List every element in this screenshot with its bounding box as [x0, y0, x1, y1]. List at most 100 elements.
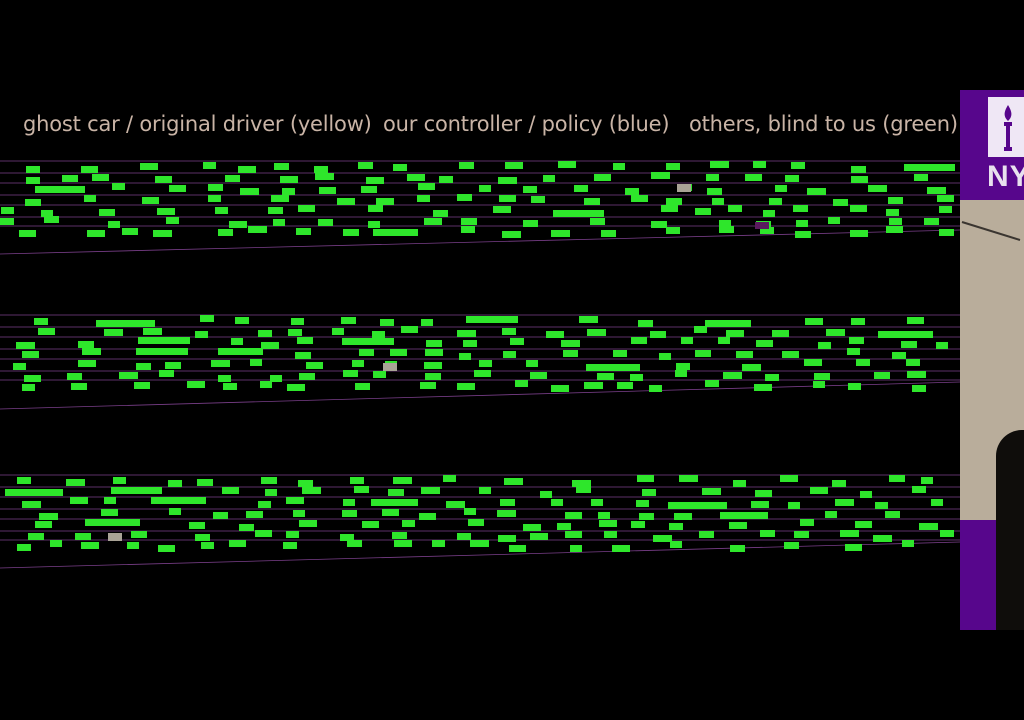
other-car — [668, 502, 727, 509]
other-car — [565, 512, 582, 519]
other-car — [211, 360, 230, 367]
other-car — [594, 174, 611, 181]
other-car — [258, 330, 272, 337]
other-car — [503, 351, 516, 358]
other-car — [165, 362, 181, 369]
other-car — [229, 540, 246, 547]
other-car — [912, 486, 926, 493]
other-car — [565, 531, 582, 538]
other-car — [835, 499, 854, 506]
other-car — [742, 364, 761, 371]
other-car — [215, 207, 228, 214]
other-car — [814, 373, 830, 380]
other-car — [261, 342, 279, 349]
other-car — [631, 195, 648, 202]
other-car — [498, 177, 517, 184]
other-car — [318, 219, 333, 226]
other-car — [35, 521, 52, 528]
other-car — [907, 317, 924, 324]
other-car — [856, 359, 870, 366]
other-car — [636, 500, 649, 507]
other-car — [729, 522, 747, 529]
other-car — [755, 490, 772, 497]
other-car — [424, 362, 442, 369]
other-car — [584, 198, 600, 205]
other-car — [553, 210, 604, 217]
other-car — [425, 349, 443, 356]
other-car — [639, 513, 654, 520]
legend: ghost car / original driver (yellow) our… — [0, 112, 960, 142]
other-car — [695, 350, 711, 357]
other-car — [366, 177, 384, 184]
other-car — [119, 372, 138, 379]
other-car — [393, 164, 407, 171]
other-car — [288, 329, 302, 336]
other-car — [231, 338, 243, 345]
other-car — [337, 198, 355, 205]
other-car — [800, 519, 814, 526]
other-car — [793, 205, 808, 212]
other-car — [845, 544, 862, 551]
other-car — [401, 326, 418, 333]
other-car — [235, 317, 249, 324]
presenter-silhouette — [996, 430, 1024, 630]
other-car — [498, 535, 516, 542]
other-car — [127, 542, 139, 549]
other-car — [297, 337, 313, 344]
other-car — [347, 540, 362, 547]
other-car — [769, 198, 782, 205]
other-car — [902, 540, 914, 547]
other-car — [523, 220, 538, 227]
other-car — [719, 220, 731, 227]
other-car — [50, 540, 62, 547]
nyu-sidebar: NY — [960, 90, 1024, 630]
other-car — [681, 337, 693, 344]
other-car — [751, 501, 769, 508]
other-car — [579, 316, 598, 323]
other-car — [937, 195, 954, 202]
other-car — [246, 511, 263, 518]
other-car — [446, 501, 465, 508]
presenter-video — [960, 200, 1024, 630]
other-car — [878, 331, 933, 338]
other-car — [828, 217, 840, 224]
other-car — [0, 218, 14, 225]
other-car — [421, 319, 433, 326]
other-car — [136, 348, 188, 355]
other-car — [557, 523, 571, 530]
other-car — [82, 348, 101, 355]
other-car — [424, 218, 442, 225]
other-car — [87, 230, 105, 237]
other-car — [543, 175, 555, 182]
other-car — [341, 317, 356, 324]
other-car — [530, 533, 548, 540]
other-car — [586, 364, 640, 371]
other-car — [238, 166, 256, 173]
other-car — [818, 342, 831, 349]
other-car — [850, 230, 868, 237]
other-car — [699, 531, 714, 538]
other-car — [710, 161, 729, 168]
other-car — [295, 352, 311, 359]
other-car — [461, 218, 477, 225]
other-car — [726, 330, 744, 337]
other-car — [265, 489, 277, 496]
other-car — [352, 360, 364, 367]
other-car — [753, 161, 766, 168]
other-car — [268, 207, 283, 214]
other-car — [283, 542, 297, 549]
other-car — [189, 522, 205, 529]
other-car — [407, 174, 425, 181]
other-car — [649, 385, 662, 392]
legend-controller: our controller / policy (blue) — [383, 112, 670, 136]
other-car — [676, 363, 690, 370]
other-car — [382, 509, 399, 516]
other-car — [261, 477, 277, 484]
other-car — [584, 382, 603, 389]
other-car — [730, 545, 745, 552]
other-car — [927, 187, 946, 194]
other-car — [669, 523, 683, 530]
other-car — [402, 520, 415, 527]
other-car — [92, 174, 109, 181]
other-car — [754, 384, 772, 391]
